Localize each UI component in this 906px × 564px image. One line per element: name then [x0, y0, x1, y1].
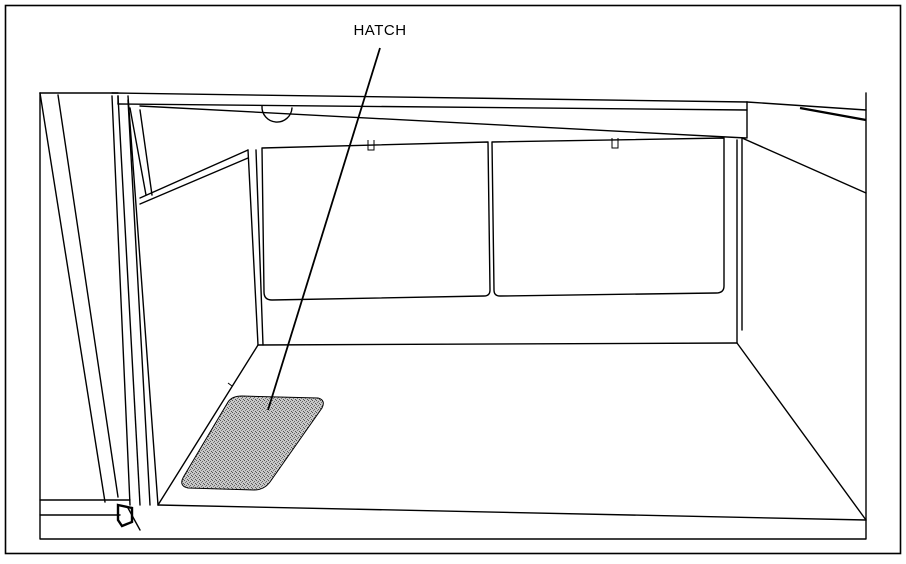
hatch-callout-label: HATCH [353, 22, 407, 39]
door-frame [39, 92, 159, 531]
back-wall-panel-left [261, 141, 491, 301]
floor-hatch [181, 395, 324, 491]
callout-leader-line [267, 47, 381, 411]
right-wall [736, 137, 867, 521]
floor [157, 382, 867, 521]
back-wall-panel-right [491, 137, 725, 297]
inner-view-border [39, 92, 867, 540]
ceiling-structure [111, 92, 867, 139]
left-wall [139, 149, 264, 506]
outer-frame [4, 4, 902, 555]
back-wall [257, 137, 743, 346]
